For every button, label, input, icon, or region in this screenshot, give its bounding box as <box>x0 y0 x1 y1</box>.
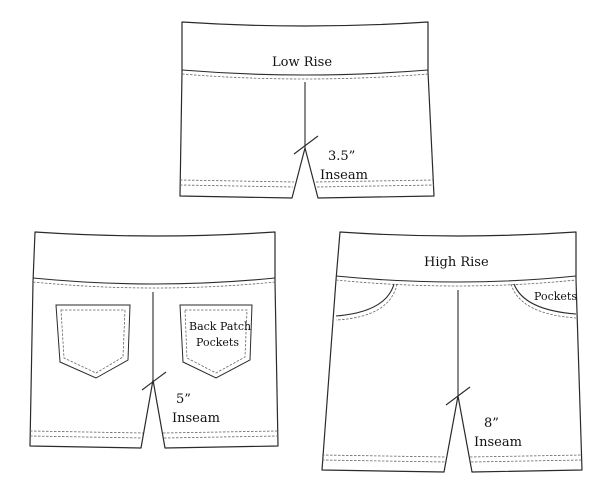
high-rise-waistband-stitch <box>335 279 577 287</box>
high-rise-waistband-seam <box>335 275 577 283</box>
low-rise-inseam-label: Inseam <box>320 168 368 183</box>
back-view-inseam-value: 5” <box>176 392 191 407</box>
back-right-patch-pocket <box>179 304 253 379</box>
back-pockets-label-line2: Pockets <box>196 336 239 349</box>
high-rise-right-pocket-opening <box>513 283 577 315</box>
high-rise-inseam-label: Inseam <box>474 435 522 450</box>
high-rise-shorts: High Rise Pockets 8” Inseam <box>321 231 583 473</box>
back-right-pocket-stitch <box>184 309 248 374</box>
back-left-patch-pocket <box>55 304 131 379</box>
low-rise-inseam-marker <box>293 135 319 155</box>
back-view-inseam-marker <box>141 371 167 391</box>
high-rise-title: High Rise <box>424 255 489 270</box>
high-rise-right-pocket-stitch <box>510 283 577 319</box>
low-rise-title: Low Rise <box>272 55 332 70</box>
back-view-body <box>29 231 279 449</box>
low-rise-inseam-value: 3.5” <box>328 149 355 164</box>
low-rise-right-hem-stitch <box>315 179 435 188</box>
low-rise-left-hem-stitch <box>179 179 295 188</box>
back-left-pocket-stitch <box>60 309 126 374</box>
high-rise-body <box>321 231 583 473</box>
back-view-inseam-label: Inseam <box>172 411 220 426</box>
back-view-waistband-seam <box>32 277 276 285</box>
high-rise-inseam-value: 8” <box>484 416 499 431</box>
back-view-waistband-stitch <box>32 281 276 289</box>
back-view-right-hem-stitch <box>162 430 279 439</box>
back-view-shorts: Back Patch Pockets 5” Inseam <box>29 231 279 449</box>
low-rise-shorts: Low Rise 3.5” Inseam <box>179 21 435 199</box>
high-rise-right-hem-stitch <box>469 454 583 463</box>
low-rise-waistband-seam <box>181 69 429 76</box>
high-rise-left-hem-stitch <box>321 454 447 463</box>
back-pockets-label-line1: Back Patch <box>189 320 251 333</box>
high-rise-pockets-label: Pockets <box>534 290 577 303</box>
back-view-left-hem-stitch <box>29 430 144 439</box>
high-rise-left-pocket-opening <box>335 283 395 317</box>
low-rise-body <box>179 21 435 199</box>
high-rise-left-pocket-stitch <box>335 283 398 321</box>
high-rise-inseam-marker <box>445 386 471 406</box>
